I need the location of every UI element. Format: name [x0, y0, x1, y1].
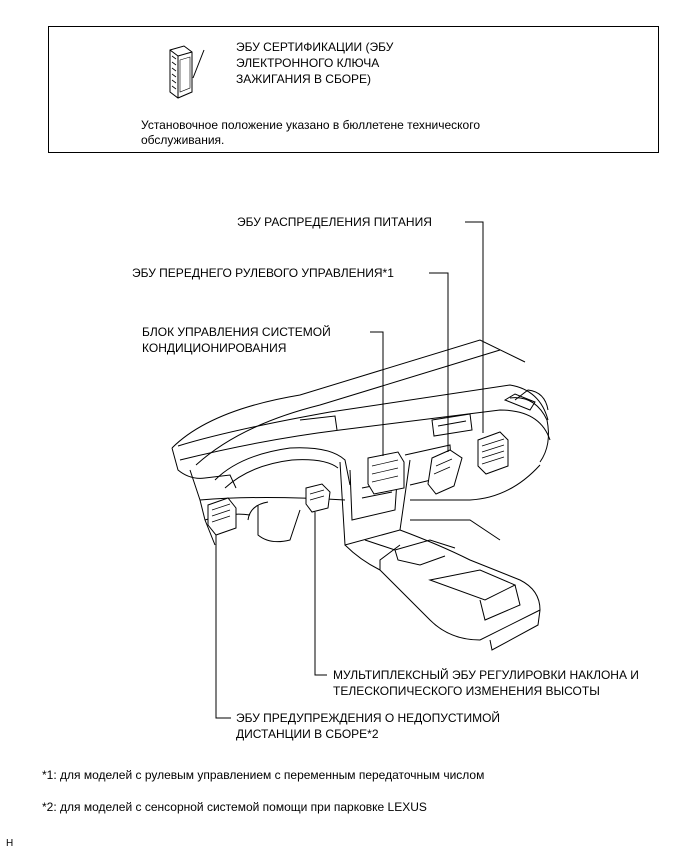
- power-distribution-leader: [465, 221, 484, 433]
- clearance-warning-ecu-label-2: ДИСТАНЦИИ В СБОРЕ*2: [236, 727, 379, 741]
- info-note-line-1: Установочное положение указано в бюллете…: [141, 118, 480, 132]
- certification-ecu-label-1: ЭБУ СЕРТИФИКАЦИИ (ЭБУ: [236, 40, 394, 54]
- info-box: [48, 26, 659, 153]
- tilt-telescopic-leader: [314, 512, 327, 676]
- certification-ecu-label-2: ЭЛЕКТРОННОГО КЛЮЧА: [236, 56, 380, 70]
- clearance-warning-ecu-label-1: ЭБУ ПРЕДУПРЕЖДЕНИЯ О НЕДОПУСТИМОЙ: [236, 711, 501, 725]
- certification-ecu-label-3: ЗАЖИГАНИЯ В СБОРЕ): [236, 72, 372, 86]
- ecu-components: [207, 431, 509, 536]
- info-note-line-2: обслуживания.: [141, 133, 225, 147]
- tilt-telescopic-ecu-label-1: МУЛЬТИПЛЕКСНЫЙ ЭБУ РЕГУЛИРОВКИ НАКЛОНА И: [333, 668, 639, 682]
- tilt-telescopic-ecu-label-2: ТЕЛЕСКОПИЧЕСКОГО ИЗМЕНЕНИЯ ВЫСОТЫ: [333, 684, 600, 698]
- power-distribution-ecu-label: ЭБУ РАСПРЕДЕЛЕНИЯ ПИТАНИЯ: [237, 215, 432, 229]
- clearance-warning-leader: [215, 535, 231, 719]
- ac-control-unit-label-2: КОНДИЦИОНИРОВАНИЯ: [142, 341, 287, 355]
- front-steering-ecu-label: ЭБУ ПЕРЕДНЕГО РУЛЕВОГО УПРАВЛЕНИЯ*1: [132, 266, 394, 280]
- ac-control-leader: [370, 331, 384, 456]
- footnote-2: *2: для моделей с сенсорной системой пом…: [42, 800, 427, 814]
- certification-ecu-icon: [169, 45, 205, 99]
- front-steering-leader: [429, 272, 449, 452]
- footnote-1: *1: для моделей с рулевым управлением с …: [42, 768, 485, 782]
- ac-control-unit-label-1: БЛОК УПРАВЛЕНИЯ СИСТЕМОЙ: [142, 325, 331, 339]
- corner-mark: H: [6, 838, 14, 849]
